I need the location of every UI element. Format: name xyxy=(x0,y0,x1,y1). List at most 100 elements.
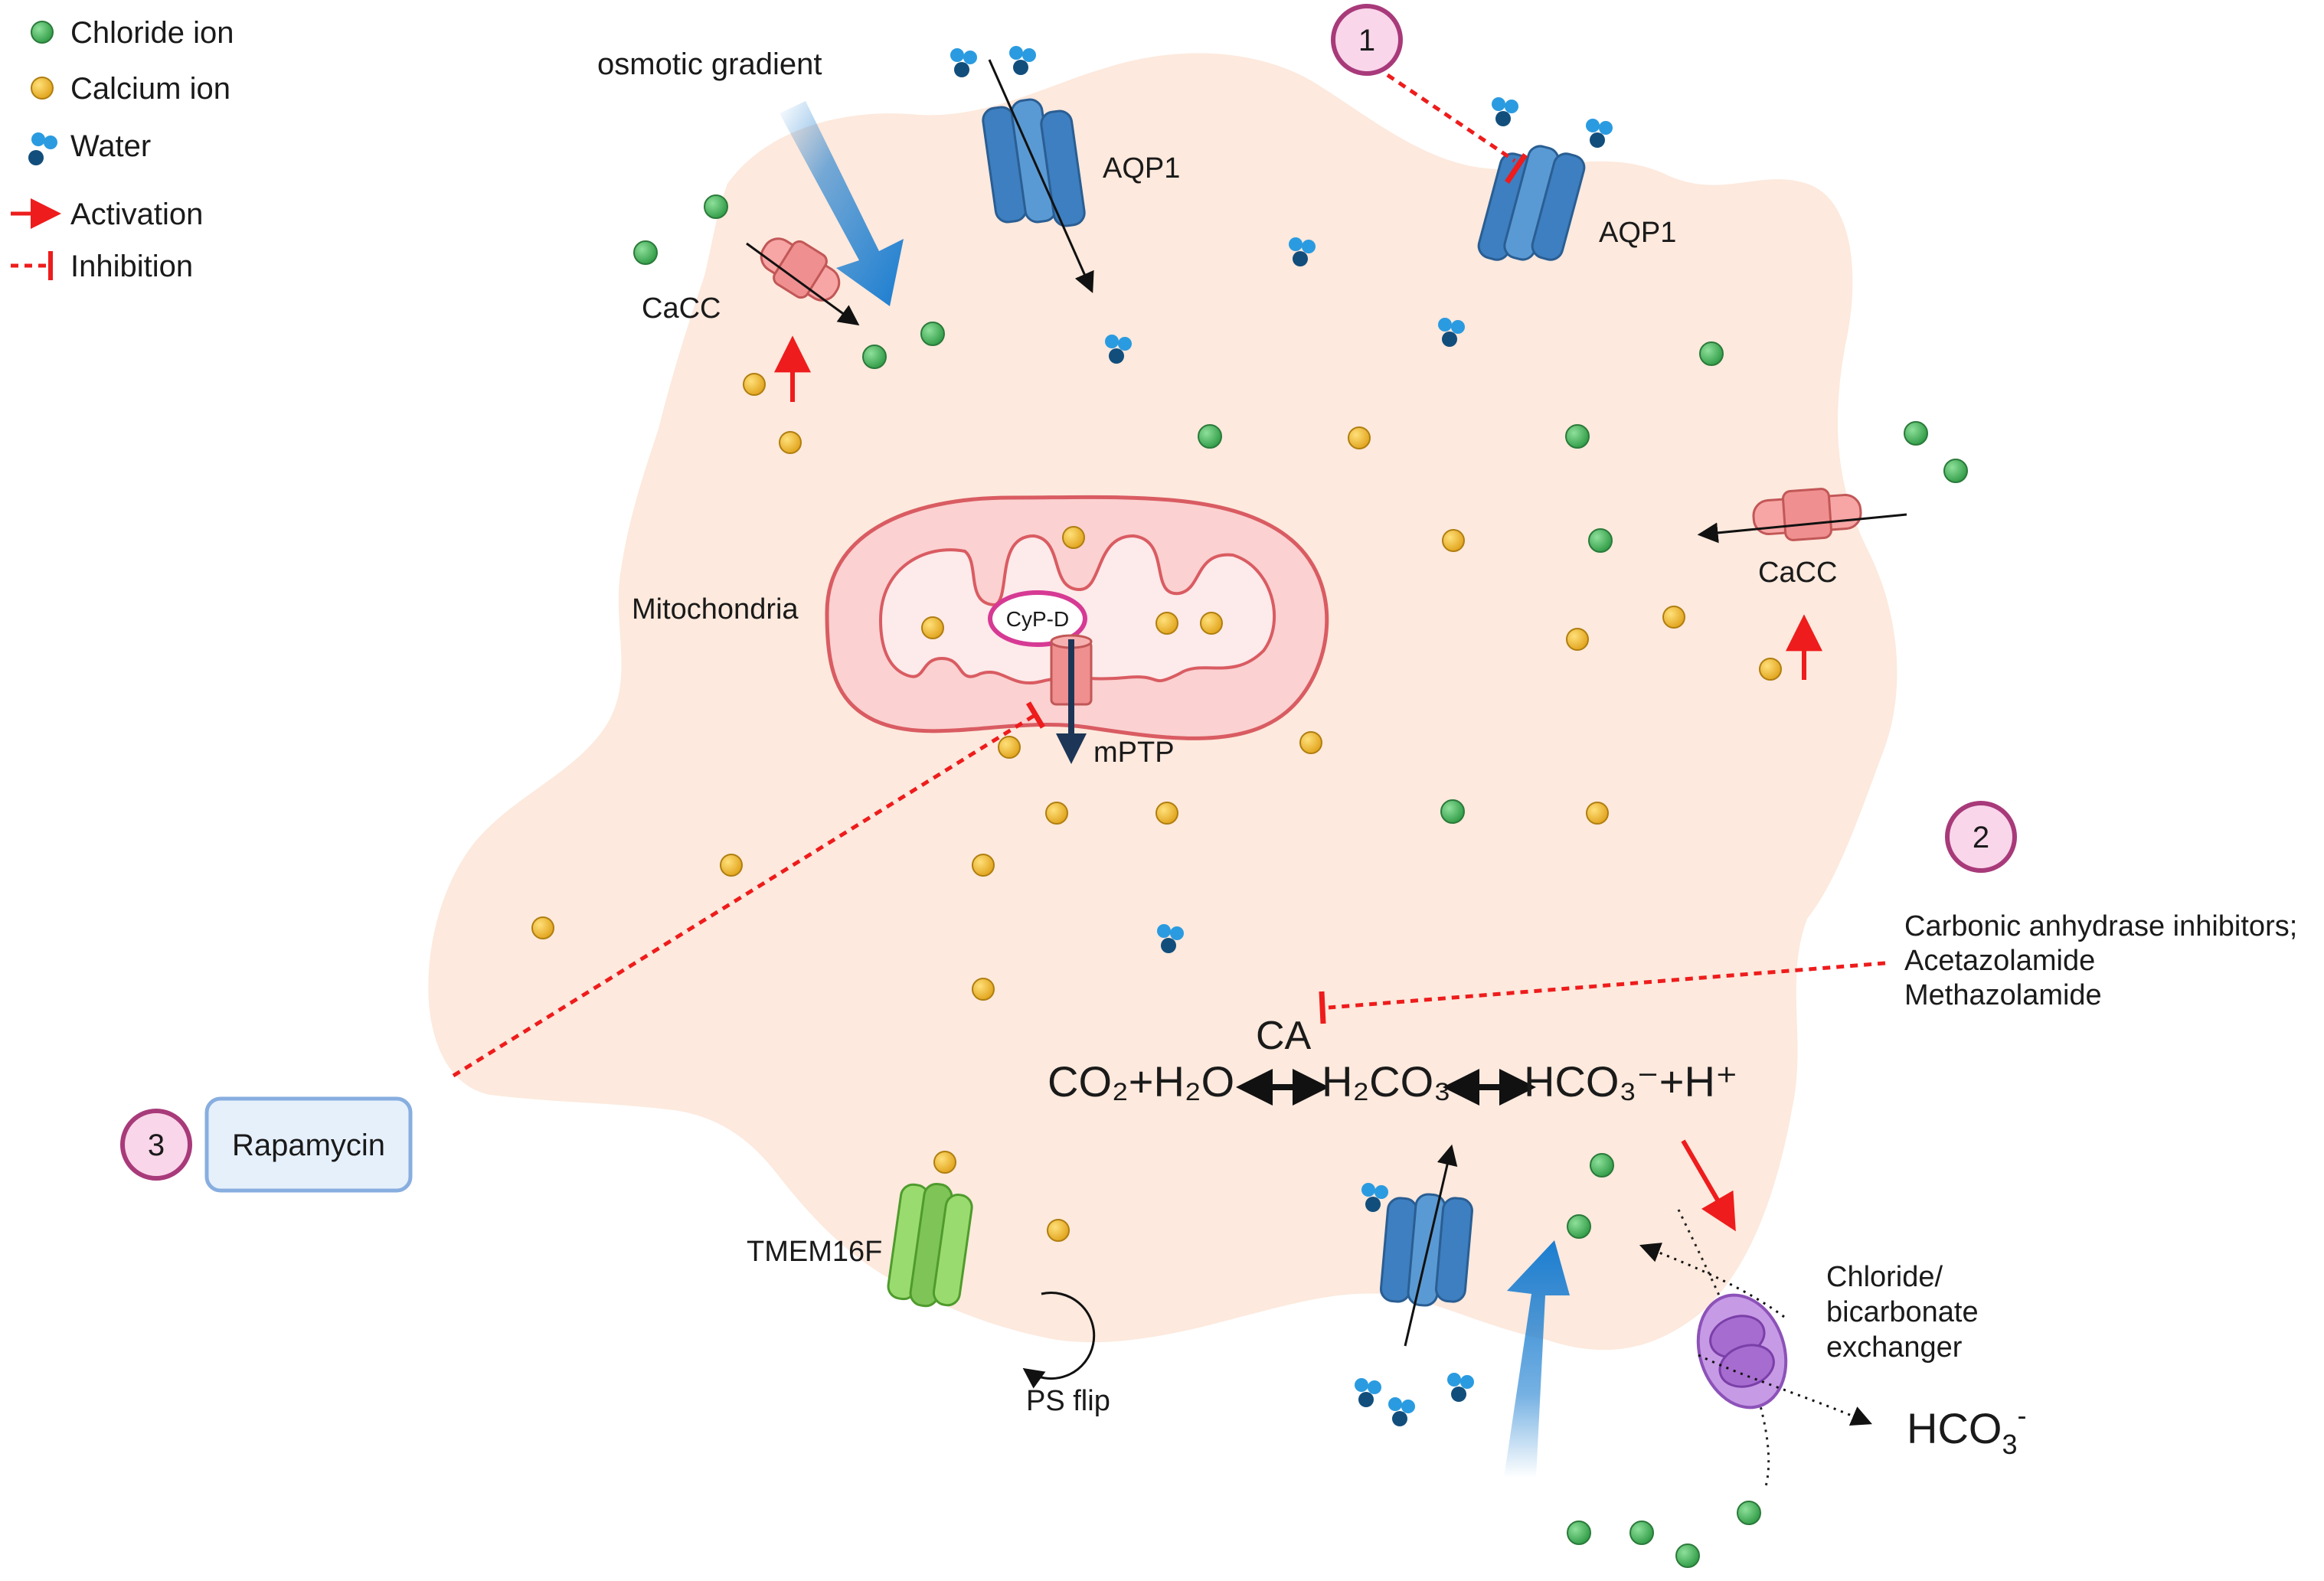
aqp1-right-label: AQP1 xyxy=(1599,217,1676,249)
chloride-ion xyxy=(1440,799,1465,824)
ca-label: CA xyxy=(1256,1014,1312,1058)
chloride-ion xyxy=(1567,1521,1591,1545)
calcium-ion xyxy=(972,854,995,877)
svg-text:2: 2 xyxy=(1973,821,1989,854)
calcium-ion xyxy=(1155,802,1178,825)
cacc-left-arrow xyxy=(746,242,860,326)
chloride-ion xyxy=(704,194,728,219)
chloride-ion xyxy=(1588,528,1613,553)
svg-text:3: 3 xyxy=(148,1129,165,1162)
chloride-ion xyxy=(1590,1153,1614,1178)
calcium-ion xyxy=(998,736,1021,759)
aqp1-channel-right xyxy=(1477,145,1586,261)
calcium-ion xyxy=(1442,529,1465,552)
ps-flip-label: PS flip xyxy=(1026,1385,1110,1417)
calcium-ion xyxy=(1348,426,1371,449)
legend-activation-label: Activation xyxy=(70,198,203,231)
reaction-hco3-h: HCO₃⁻+H⁺ xyxy=(1524,1057,1738,1106)
water-molecule xyxy=(1492,97,1518,126)
cacc-channel-left xyxy=(760,237,841,302)
ps-flip-arrow xyxy=(1022,1292,1096,1389)
legend-inhibition-symbol xyxy=(11,251,53,280)
ca-inhibitors-line1: Carbonic anhydrase inhibitors; xyxy=(1904,910,2297,942)
badge-2: 2 xyxy=(1945,801,2017,873)
aqp1-channel-left xyxy=(982,98,1086,227)
inhibition-line-3 xyxy=(452,714,1035,1078)
exchanger-label-2: bicarbonate xyxy=(1826,1296,1979,1328)
mptp-label: mPTP xyxy=(1093,737,1175,769)
reaction-co2-h2o: CO₂+H₂O xyxy=(1048,1057,1234,1106)
water-molecule xyxy=(1355,1378,1381,1407)
water-molecule xyxy=(1388,1397,1415,1426)
cypd-ring: CyP-D xyxy=(988,590,1087,647)
chloride-ion xyxy=(1943,459,1968,483)
chloride-ion xyxy=(920,322,945,346)
svg-text:Rapamycin: Rapamycin xyxy=(232,1129,385,1162)
chloride-bicarbonate-exchanger xyxy=(1696,1293,1788,1410)
legend-inhibition-label: Inhibition xyxy=(70,250,193,283)
chloride-ion xyxy=(633,240,658,265)
inhibition-bar-3 xyxy=(1025,701,1046,729)
legend-water-label: Water xyxy=(70,129,151,163)
inhibition-line-2 xyxy=(1328,961,1886,1010)
ca-inhibitors-line2: Acetazolamide xyxy=(1904,945,2095,977)
chloride-ion xyxy=(1904,421,1928,446)
water-molecule xyxy=(950,48,977,77)
water-molecule xyxy=(1157,924,1184,953)
legend-chloride-label: Chloride ion xyxy=(70,16,234,50)
chloride-ion xyxy=(1567,1214,1591,1239)
chloride-ion xyxy=(1675,1543,1700,1568)
calcium-ion xyxy=(779,431,802,454)
legend-chloride-swatch xyxy=(31,21,54,44)
cacc-channel-right xyxy=(1752,488,1862,541)
cacc-right-arrow xyxy=(1697,513,1907,544)
calcium-ion xyxy=(743,373,766,396)
legend-calcium-label: Calcium ion xyxy=(70,72,230,106)
svg-text:1: 1 xyxy=(1358,24,1375,57)
inhibition-bar-1 xyxy=(1505,153,1528,184)
chloride-ion xyxy=(1198,424,1222,449)
calcium-ion xyxy=(531,916,554,939)
inhibition-bar-2 xyxy=(1319,991,1326,1024)
calcium-ion xyxy=(1299,731,1322,754)
calcium-ion xyxy=(1759,658,1782,681)
reaction-h2co3: H₂CO₃ xyxy=(1322,1057,1451,1106)
water-molecule xyxy=(1361,1183,1388,1212)
legend-water-icon xyxy=(28,132,57,165)
aqp1-left-arrow xyxy=(988,59,1094,293)
calcium-ion xyxy=(1662,606,1685,629)
chloride-ion xyxy=(1737,1501,1761,1525)
calcium-ion xyxy=(1200,612,1223,635)
aqp1-bottom-arrow xyxy=(1404,1144,1458,1347)
exchanger-label-1: Chloride/ xyxy=(1826,1261,1943,1293)
chloride-ion xyxy=(1699,341,1724,366)
hco3-outside-label: HCO3- xyxy=(1907,1400,2026,1460)
aqp1-left-label: AQP1 xyxy=(1103,152,1180,185)
osmotic-gradient-arrow-top xyxy=(780,101,904,306)
osmotic-gradient-label: osmotic gradient xyxy=(597,47,822,81)
calcium-ion xyxy=(1586,802,1609,825)
mitochondria-label: Mitochondria xyxy=(632,593,799,626)
chloride-ion xyxy=(1629,1521,1654,1545)
osmotic-gradient-arrow-bottom xyxy=(1504,1240,1570,1478)
ion-layer xyxy=(531,46,1968,1568)
calcium-ion xyxy=(1566,628,1589,651)
chloride-ion xyxy=(1565,424,1590,449)
inhibition-line-1 xyxy=(1386,73,1516,163)
rapamycin-box: Rapamycin xyxy=(204,1096,413,1193)
calcium-ion xyxy=(933,1151,956,1174)
legend: Chloride ion Calcium ion Water Activatio… xyxy=(11,16,234,283)
calcium-ion xyxy=(1062,526,1085,549)
water-molecule xyxy=(1447,1373,1474,1402)
water-molecule xyxy=(1438,318,1465,347)
cacc-right-label: CaCC xyxy=(1758,557,1837,589)
calcium-ion xyxy=(921,616,944,639)
badge-1: 1 xyxy=(1331,4,1403,76)
cacc-left-label: CaCC xyxy=(642,292,721,325)
tmem16f-label: TMEM16F xyxy=(747,1236,882,1268)
exchanger-label-3: exchanger xyxy=(1826,1331,1963,1364)
cypd-label: CyP-D xyxy=(1006,607,1069,631)
calcium-ion xyxy=(1155,612,1178,635)
legend-calcium-swatch xyxy=(31,77,54,100)
